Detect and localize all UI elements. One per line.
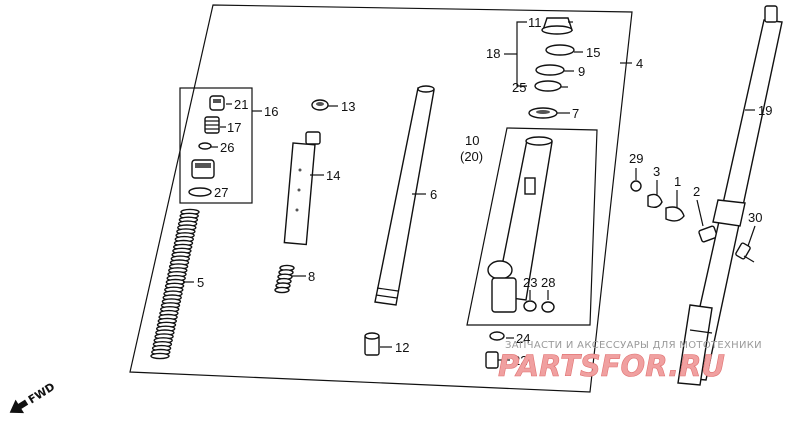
- callout-21: 21: [234, 97, 248, 112]
- part-16-bolt: [191, 159, 215, 179]
- callout-16: 16: [264, 104, 278, 119]
- part-8-rebound-spring: [274, 264, 295, 294]
- callout-5: 5: [197, 275, 204, 290]
- callout-29: 29: [629, 151, 643, 166]
- fwd-label: FWD: [26, 380, 57, 406]
- part-6-fork-tube: [374, 85, 435, 306]
- callout-4: 4: [636, 56, 643, 71]
- callout-20: (20): [460, 149, 483, 164]
- callout-17: 17: [227, 120, 241, 135]
- part-15-seal: [545, 44, 575, 56]
- part-1-clamp-half: [665, 206, 685, 222]
- part-13-nut: [311, 99, 329, 111]
- callout-27: 27: [214, 185, 228, 200]
- part-29-bolt: [630, 180, 642, 192]
- bracket-18: [516, 21, 527, 87]
- callout-14: 14: [326, 168, 340, 183]
- callout-3: 3: [653, 164, 660, 179]
- part-12-bushing: [364, 332, 380, 356]
- leader-lines: [183, 21, 756, 361]
- part-11-dust-seal: [541, 17, 573, 35]
- callout-30: 30: [748, 210, 762, 225]
- callout-9: 9: [578, 64, 585, 79]
- part-10-fork-slider: [487, 136, 553, 313]
- part-22-bolt: [485, 351, 499, 369]
- part-30-bolt: [735, 242, 755, 263]
- part-25-ring: [534, 80, 562, 92]
- part-5-spring: [150, 208, 200, 360]
- part-3-clamp: [647, 193, 663, 209]
- group-box-16: [179, 87, 253, 204]
- part-26-oring: [198, 142, 212, 150]
- part-28-washer: [541, 301, 555, 313]
- callout-25: 25: [512, 80, 526, 95]
- part-21-cap: [209, 95, 225, 111]
- part-24-washer: [489, 331, 505, 341]
- callout-28: 28: [541, 275, 555, 290]
- spring-coil: [274, 286, 290, 294]
- callout-10: 10: [465, 133, 479, 148]
- part-14-damper-rod: [283, 131, 321, 246]
- group-box-10: [466, 127, 598, 326]
- callout-23: 23: [523, 275, 537, 290]
- callout-19: 19: [758, 103, 772, 118]
- callout-24: 24: [516, 331, 530, 346]
- part-2-bracket: [698, 225, 718, 243]
- callout-7: 7: [572, 106, 579, 121]
- callout-13: 13: [341, 99, 355, 114]
- callout-1: 1: [674, 174, 681, 189]
- callout-8: 8: [308, 269, 315, 284]
- fwd-indicator: FWD: [9, 380, 57, 414]
- part-9-clip: [535, 64, 565, 76]
- assembly-frame: [129, 4, 633, 393]
- arrow-left-down-icon: [9, 399, 29, 414]
- callout-15: 15: [586, 45, 600, 60]
- callout-2: 2: [693, 184, 700, 199]
- callout-6: 6: [430, 187, 437, 202]
- callout-18: 18: [486, 46, 500, 61]
- part-17-valve: [204, 116, 220, 134]
- watermark-logo: PARTSFOR.RU: [498, 349, 725, 383]
- part-27-oring: [188, 187, 212, 197]
- callout-11: 11: [528, 15, 542, 30]
- callout-12: 12: [395, 340, 409, 355]
- part-23-bolt: [523, 300, 537, 312]
- callout-26: 26: [220, 140, 234, 155]
- callout-22: 22: [513, 353, 527, 368]
- watermark-tagline: ЗАПЧАСТИ И АКСЕССУАРЫ ДЛЯ МОТОТЕХНИКИ: [505, 340, 762, 351]
- part-19-outer-fork: [677, 5, 783, 386]
- spring-coil: [150, 352, 170, 360]
